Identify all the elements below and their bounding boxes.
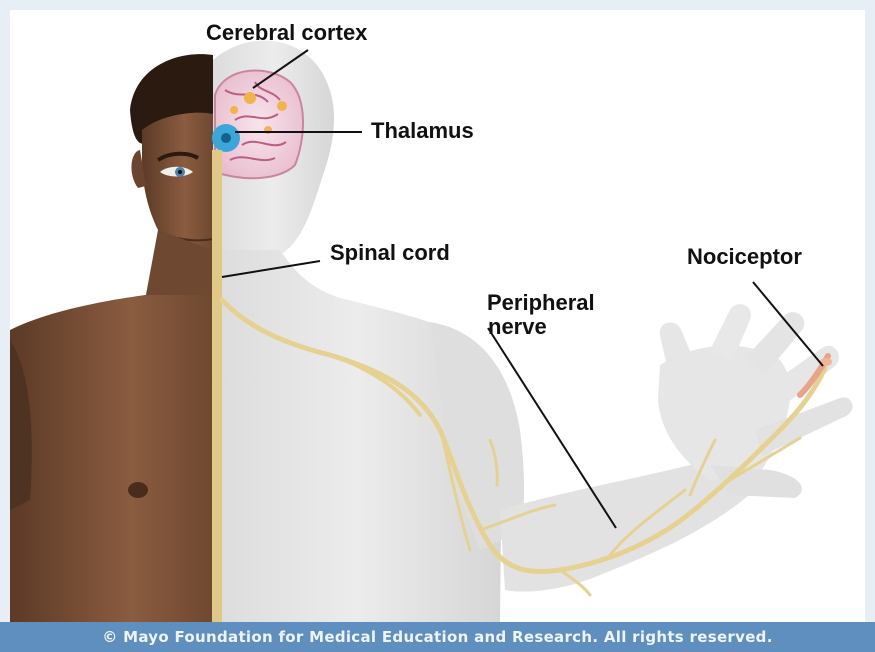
label-nociceptor: Nociceptor <box>687 246 802 268</box>
label-peripheral-nerve-line1: Peripheral <box>487 292 595 314</box>
label-cerebral-cortex: Cerebral cortex <box>206 22 367 44</box>
illustration-panel <box>10 10 865 622</box>
nervous-system-illustration <box>10 10 865 622</box>
thalamus <box>212 124 240 152</box>
label-thalamus: Thalamus <box>371 120 474 142</box>
copyright-footer: © Mayo Foundation for Medical Education … <box>0 622 875 652</box>
spinal-cord <box>212 150 222 622</box>
label-spinal-cord: Spinal cord <box>330 242 450 264</box>
label-peripheral-nerve-line2: nerve <box>488 316 547 338</box>
skin-half-body <box>10 54 213 622</box>
